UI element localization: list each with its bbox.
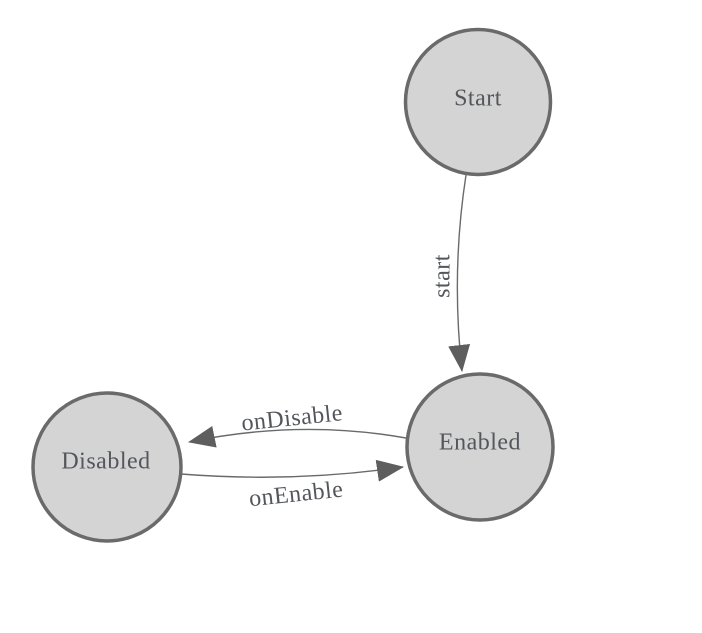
- transition-disabled-to-enabled: onEnable: [180, 459, 404, 513]
- state-node-disabled[interactable]: Disabled: [31, 391, 183, 543]
- state-circle[interactable]: [403, 27, 553, 177]
- state-node-enabled[interactable]: Enabled: [405, 372, 555, 522]
- state-label-enabled: Enabled: [439, 429, 521, 455]
- transition-enabled-to-disabled: onDisable: [188, 400, 407, 448]
- state-label-disabled: Disabled: [61, 448, 150, 474]
- transition-line: [188, 425, 407, 448]
- transition-start-to-enabled: start: [429, 174, 471, 372]
- state-circle[interactable]: [31, 391, 183, 543]
- state-node-start[interactable]: Start: [403, 27, 553, 177]
- transition-label-ondisable: onDisable: [240, 400, 344, 436]
- transition-line: [180, 459, 404, 482]
- transition-label-onenable: onEnable: [248, 477, 345, 513]
- transition-line: [448, 174, 471, 372]
- transition-label-start: start: [429, 254, 455, 298]
- state-circle[interactable]: [405, 372, 555, 522]
- state-label-start: Start: [454, 85, 502, 111]
